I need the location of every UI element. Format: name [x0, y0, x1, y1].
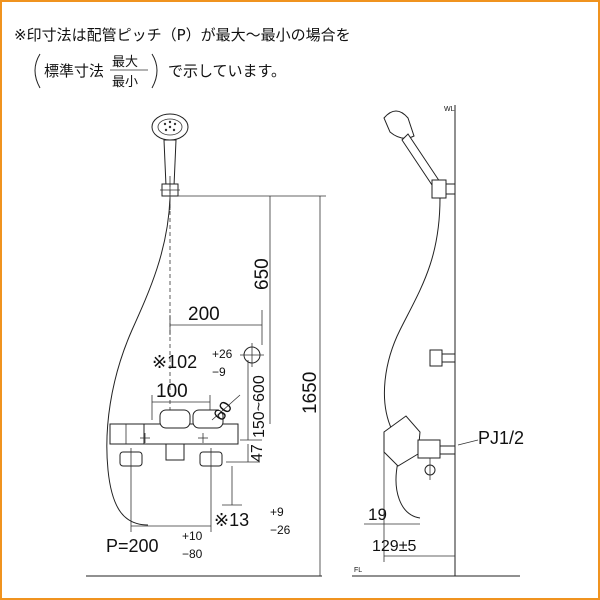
- front-dim-1650: 1650: [300, 372, 321, 414]
- side-hose: [383, 197, 441, 431]
- front-hose: [106, 197, 171, 526]
- front-dim-47: 47: [249, 444, 266, 462]
- front-dim-650-lines: [178, 195, 280, 424]
- front-dim-100: 100: [156, 381, 188, 402]
- note-max: 最大: [112, 55, 138, 70]
- front-dim-200: 200: [188, 304, 220, 325]
- side-dim-129-lines: [383, 532, 455, 562]
- side-hose-lower: [395, 461, 421, 519]
- side-shower-head: [383, 110, 441, 189]
- note-standard-dim: 標準寸法: [44, 62, 104, 80]
- front-dim-150-600: 150~600: [251, 375, 268, 438]
- side-fl-label: FL: [354, 567, 362, 574]
- side-dim-19: 19: [368, 505, 387, 524]
- side-dim-19-lines: [364, 452, 420, 532]
- front-pitch-tol-plus: +10: [182, 529, 203, 543]
- front-dim-13-tol-plus: +9: [270, 505, 284, 519]
- front-dim-60-line: [211, 394, 241, 421]
- front-dim-13-lines: [222, 466, 242, 506]
- note-min: 最小: [112, 75, 138, 90]
- front-pitch: P=200: [106, 536, 159, 556]
- note-open-paren: [34, 53, 41, 89]
- side-mixer: [383, 415, 456, 480]
- note-line-1: ※印寸法は配管ピッチ（P）が最大～最小の場合を: [14, 26, 351, 44]
- front-fittings: [119, 448, 223, 475]
- note-close-paren: [151, 53, 158, 89]
- front-dim-150-600-lines: [240, 360, 262, 441]
- front-mixer-body: [109, 409, 239, 461]
- front-dim-102-tol-plus: +26: [212, 347, 233, 361]
- side-wl-label: WL: [444, 106, 455, 113]
- side-lower-bracket: [429, 349, 456, 367]
- front-shower-head: [151, 113, 189, 187]
- front-pitch-tol-minus: −80: [182, 547, 203, 561]
- front-dim-1650-lines: [280, 195, 326, 576]
- side-pj: PJ1/2: [478, 428, 524, 448]
- front-dim-650: 650: [252, 258, 273, 290]
- note-line-2-tail: で示しています。: [168, 62, 286, 80]
- front-pitch-lines: [130, 475, 212, 532]
- front-dim-200-lines: [169, 310, 263, 345]
- front-dim-102: ※102: [152, 352, 197, 372]
- side-shower-bracket: [431, 179, 456, 199]
- front-dim-102-tol-minus: −9: [212, 365, 226, 379]
- side-dim-129: 129±5: [372, 538, 416, 555]
- front-dim-47-lines: [226, 444, 260, 463]
- side-pj-leader: [457, 439, 479, 446]
- front-dim-13-tol-minus: −26: [270, 523, 291, 537]
- front-dim-100-lines: [151, 395, 211, 420]
- front-knob-circle: [240, 343, 264, 367]
- front-dim-13: ※13: [214, 510, 249, 530]
